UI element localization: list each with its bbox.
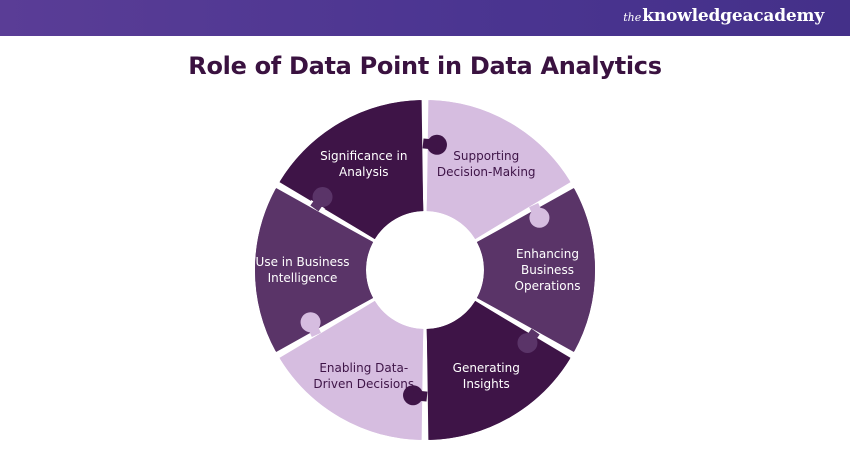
top-banner: the knowledgeacademy: [0, 0, 850, 36]
segment-label-line: Use in Business: [256, 255, 350, 269]
segment-label-line: Significance in: [320, 149, 407, 163]
segment-label-line: Intelligence: [268, 271, 338, 285]
segment-label-line: Business: [521, 263, 574, 277]
puzzle-tab-neck: [310, 194, 327, 212]
puzzle-tab-neck: [523, 328, 540, 346]
page-title: Role of Data Point in Data Analytics: [188, 52, 662, 80]
brand-logo: the knowledgeacademy: [623, 6, 824, 30]
puzzle-tab-neck: [422, 138, 438, 150]
puzzle-tab-neck: [529, 202, 544, 220]
puzzle-tab-neck: [306, 320, 321, 338]
segment-label-line: Generating: [453, 361, 520, 375]
puzzle-segment-fill: [426, 100, 570, 240]
puzzle-segment-fill: [280, 100, 424, 240]
puzzle-segment-fill: [426, 300, 570, 440]
puzzle-segment-fill: [476, 189, 596, 351]
logo-prefix: the: [623, 11, 642, 24]
puzzle-segment-fill: [280, 300, 424, 440]
segment-label-line: Supporting: [453, 149, 519, 163]
segment-label: Significance in Analysis: [320, 149, 407, 179]
segment-label-line: Enabling Data-: [319, 361, 408, 375]
puzzle-tab-neck: [412, 390, 428, 402]
logo-main: knowledgeacademy: [642, 6, 824, 26]
segment-label-line: Analysis: [339, 165, 388, 179]
segment-label-line: Insights: [463, 377, 510, 391]
segment-label: Enabling Data- Driven Decisions: [313, 361, 414, 391]
center-hole: [367, 212, 483, 328]
segment-label-line: Decision-Making: [437, 165, 536, 179]
segment-label-line: Enhancing: [516, 247, 579, 261]
segment-label-line: Operations: [515, 279, 581, 293]
segment-label-line: Driven Decisions: [313, 377, 414, 391]
puzzle-segment-fill: [254, 189, 374, 351]
